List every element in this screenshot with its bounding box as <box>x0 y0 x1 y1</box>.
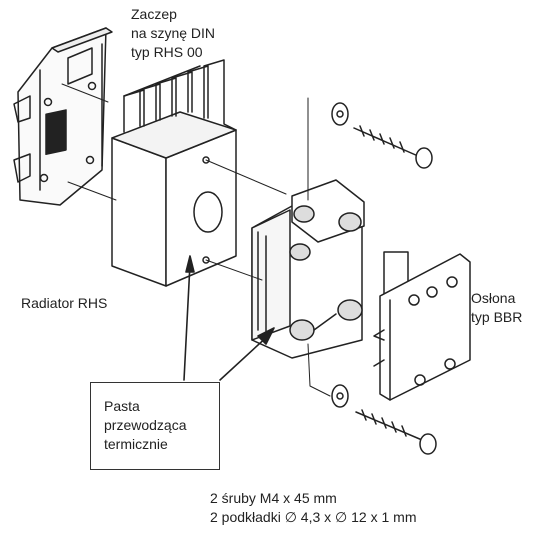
paste-label-3: termicznie <box>104 436 168 452</box>
din-rail-clip <box>13 27 113 206</box>
heatsink-radiator <box>111 59 237 287</box>
washer-upper <box>331 102 349 126</box>
screw-upper <box>353 125 433 169</box>
paste-callout-box: Pasta przewodząca termicznie <box>90 382 220 470</box>
screw-lower <box>355 409 437 455</box>
washer-lower <box>331 384 349 408</box>
relay-module <box>251 179 365 359</box>
paste-label-1: Pasta <box>104 398 140 414</box>
assembly-lines <box>61 83 331 397</box>
washers-spec-label: 2 podkładki ∅ 4,3 x ∅ 12 x 1 mm <box>210 509 417 525</box>
protective-cover <box>373 251 471 401</box>
paste-pointer-arrows <box>183 255 275 381</box>
din-clip-label-1: Zaczep <box>131 6 177 22</box>
paste-label-2: przewodząca <box>104 417 187 433</box>
screws-spec-label: 2 śruby M4 x 45 mm <box>210 490 337 506</box>
din-clip-label-3: typ RHS 00 <box>131 44 203 60</box>
cover-label-2: typ BBR <box>471 309 523 325</box>
cover-label-1: Osłona <box>471 290 516 306</box>
din-clip-label-2: na szynę DIN <box>131 25 216 41</box>
radiator-label: Radiator RHS <box>21 295 108 311</box>
